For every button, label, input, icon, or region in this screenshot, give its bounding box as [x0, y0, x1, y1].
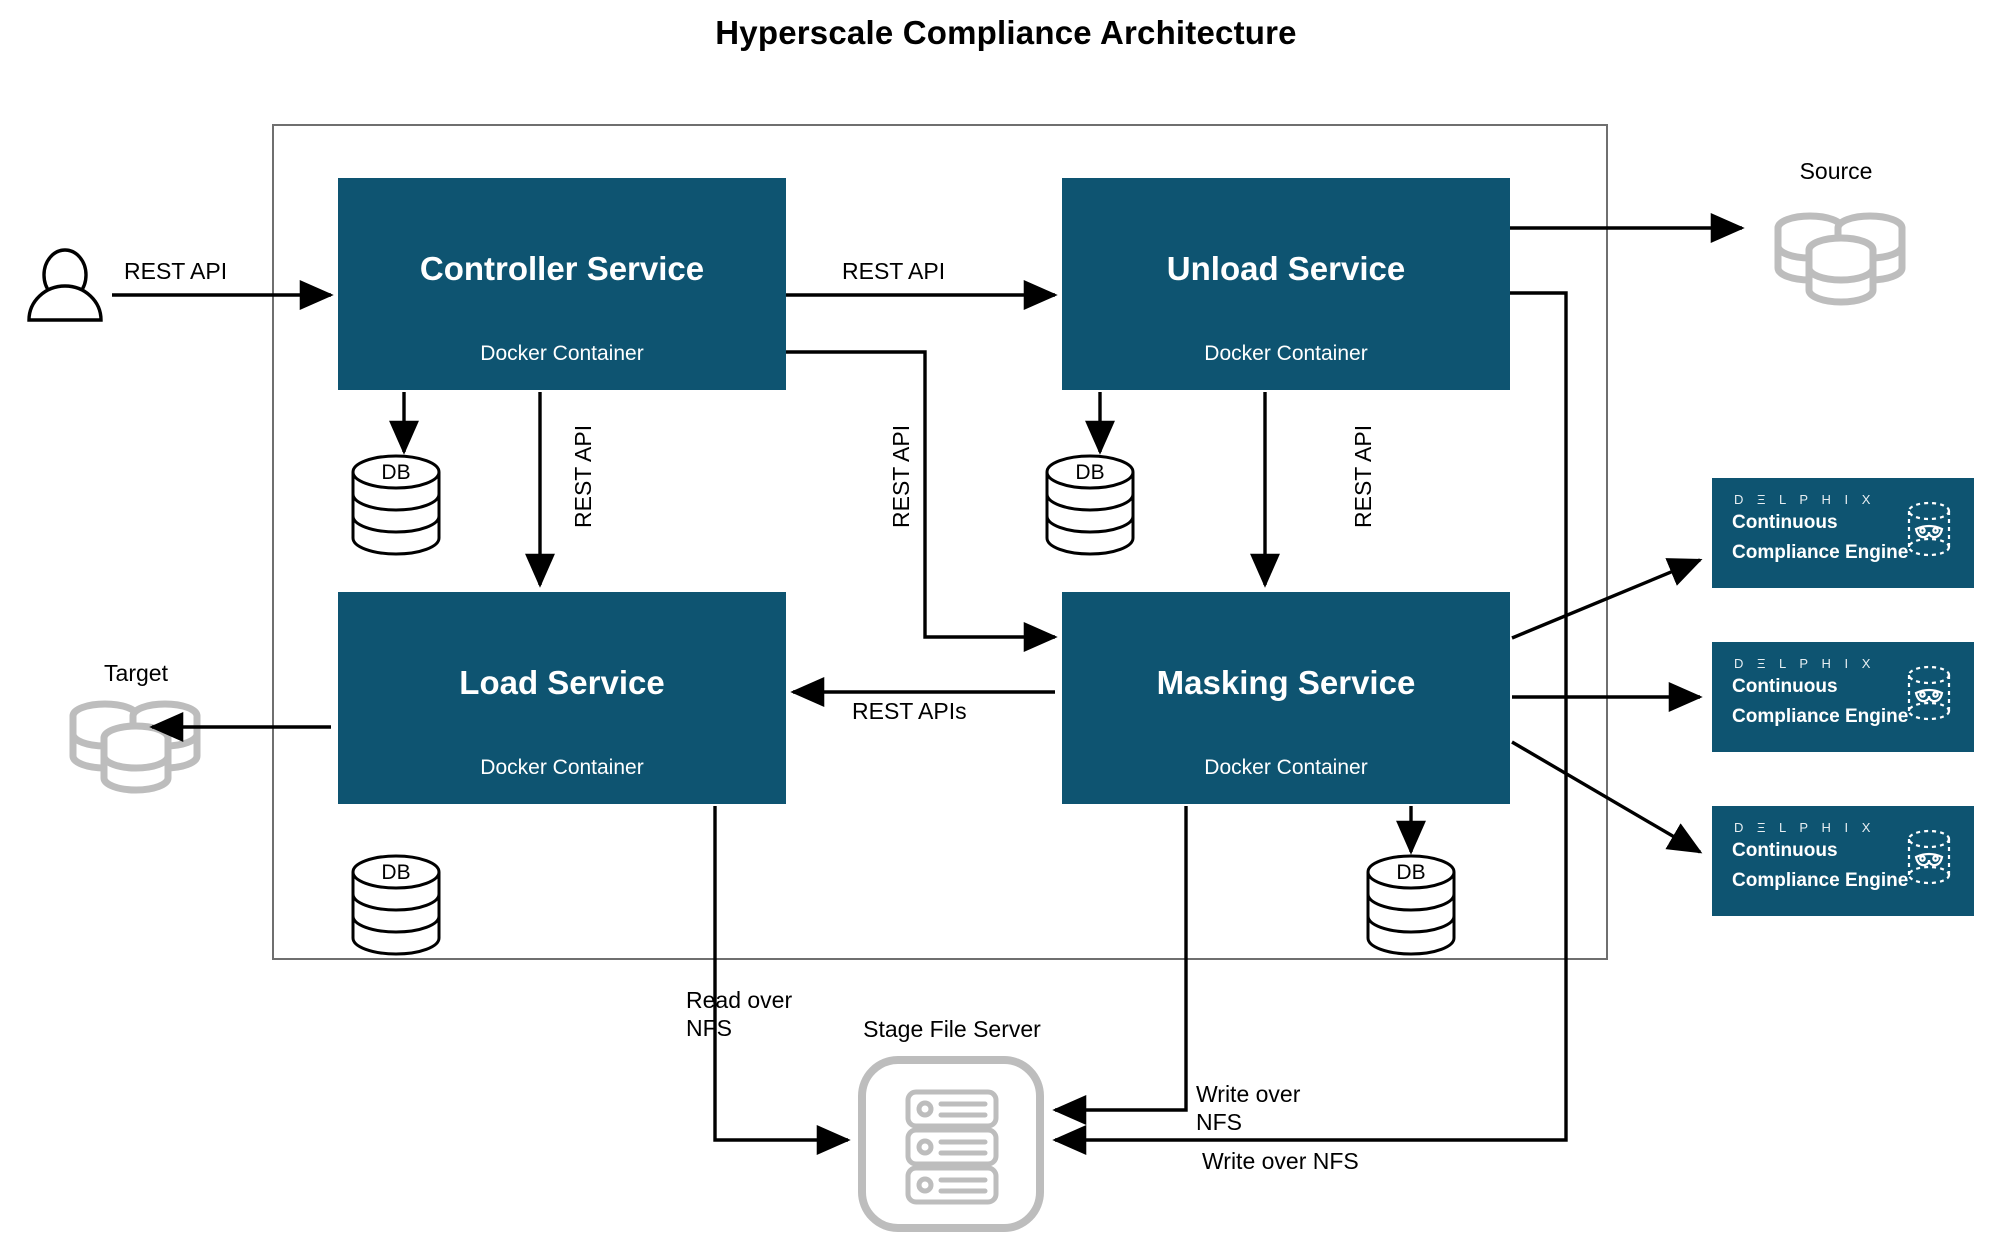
service-subtitle-masking: Docker Container — [1204, 756, 1368, 779]
label-rest-api-controller-load: REST API — [570, 424, 596, 528]
source-database-icon — [1774, 212, 1906, 306]
label-read-over-nfs-line1: Read over — [686, 987, 793, 1013]
label-read-over-nfs-line2: NFS — [686, 1015, 732, 1041]
target-database-icon — [69, 700, 201, 794]
compliance-engine-card-2[interactable]: D Ξ L P H I X Continuous Compliance Engi… — [1712, 642, 1974, 752]
label-write-over-nfs-line1: Write over — [1196, 1081, 1301, 1107]
label-rest-apis-masking-load: REST APIs — [852, 698, 967, 724]
engine-line1-1: Continuous — [1732, 512, 1838, 533]
service-subtitle-unload: Docker Container — [1204, 342, 1368, 365]
delphix-logo-2: D Ξ L P H I X — [1734, 656, 1876, 671]
service-title-load: Load Service — [459, 664, 665, 701]
label-write-over-nfs-line2: NFS — [1196, 1109, 1242, 1135]
engine-line1-3: Continuous — [1732, 840, 1838, 861]
masked-database-icon — [1907, 829, 1951, 885]
label-rest-api-user: REST API — [124, 258, 228, 284]
engine-line2-3: Compliance Engine — [1732, 870, 1909, 891]
engine-line2-2: Compliance Engine — [1732, 706, 1909, 727]
delphix-logo-3: D Ξ L P H I X — [1734, 820, 1876, 835]
system-boundary — [272, 124, 1608, 960]
label-write-over-nfs-vertical: Write over NFS — [1196, 1080, 1300, 1136]
service-title-unload: Unload Service — [1166, 250, 1406, 287]
service-title-controller: Controller Service — [419, 250, 705, 287]
label-rest-api-controller-unload: REST API — [842, 258, 946, 284]
target-label: Target — [104, 660, 168, 686]
page-title: Hyperscale Compliance Architecture — [715, 14, 1297, 51]
service-box-unload[interactable]: Unload Service Docker Container — [1062, 178, 1510, 390]
service-subtitle-load: Docker Container — [480, 756, 644, 779]
stage-file-server-label: Stage File Server — [863, 1016, 1041, 1042]
label-rest-api-controller-masking: REST API — [888, 424, 914, 528]
stage-file-server-icon — [858, 1056, 1044, 1232]
masked-database-icon — [1907, 665, 1951, 721]
compliance-engine-card-3[interactable]: D Ξ L P H I X Continuous Compliance Engi… — [1712, 806, 1974, 916]
source-label: Source — [1799, 158, 1873, 184]
engine-line1-2: Continuous — [1732, 676, 1838, 697]
compliance-engine-card-1[interactable]: D Ξ L P H I X Continuous Compliance Engi… — [1712, 478, 1974, 588]
label-rest-api-unload-masking: REST API — [1350, 424, 1376, 528]
service-box-masking[interactable]: Masking Service Docker Container — [1062, 592, 1510, 804]
service-box-load[interactable]: Load Service Docker Container — [338, 592, 786, 804]
label-write-over-nfs-horizontal: Write over NFS — [1202, 1148, 1359, 1174]
service-title-masking: Masking Service — [1156, 664, 1416, 701]
label-read-over-nfs: Read over NFS — [686, 986, 792, 1042]
delphix-logo-1: D Ξ L P H I X — [1734, 492, 1876, 507]
service-box-controller[interactable]: Controller Service Docker Container — [338, 178, 786, 390]
masked-database-icon — [1907, 501, 1951, 557]
user-icon — [27, 248, 103, 322]
engine-line2-1: Compliance Engine — [1732, 542, 1909, 563]
service-subtitle-controller: Docker Container — [480, 342, 644, 365]
